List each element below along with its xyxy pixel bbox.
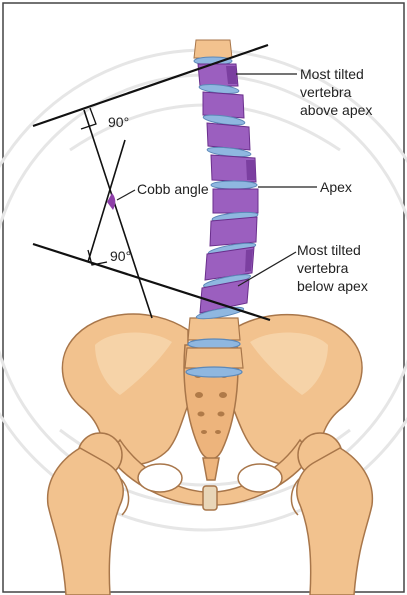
lower-vertebra-label: Most tilted vertebra below apex bbox=[297, 242, 368, 294]
upper-perpendicular bbox=[84, 110, 152, 318]
lower-perpendicular bbox=[88, 140, 125, 262]
apex-label: Apex bbox=[320, 179, 352, 195]
right-angle-label-bottom: 90° bbox=[110, 248, 131, 264]
cobb-angle-label: Cobb angle bbox=[137, 181, 209, 197]
lumbar-spine bbox=[185, 318, 243, 377]
right-angle-label-top: 90° bbox=[108, 114, 129, 130]
upper-vertebra-label: Most tilted vertebra above apex bbox=[300, 66, 372, 118]
